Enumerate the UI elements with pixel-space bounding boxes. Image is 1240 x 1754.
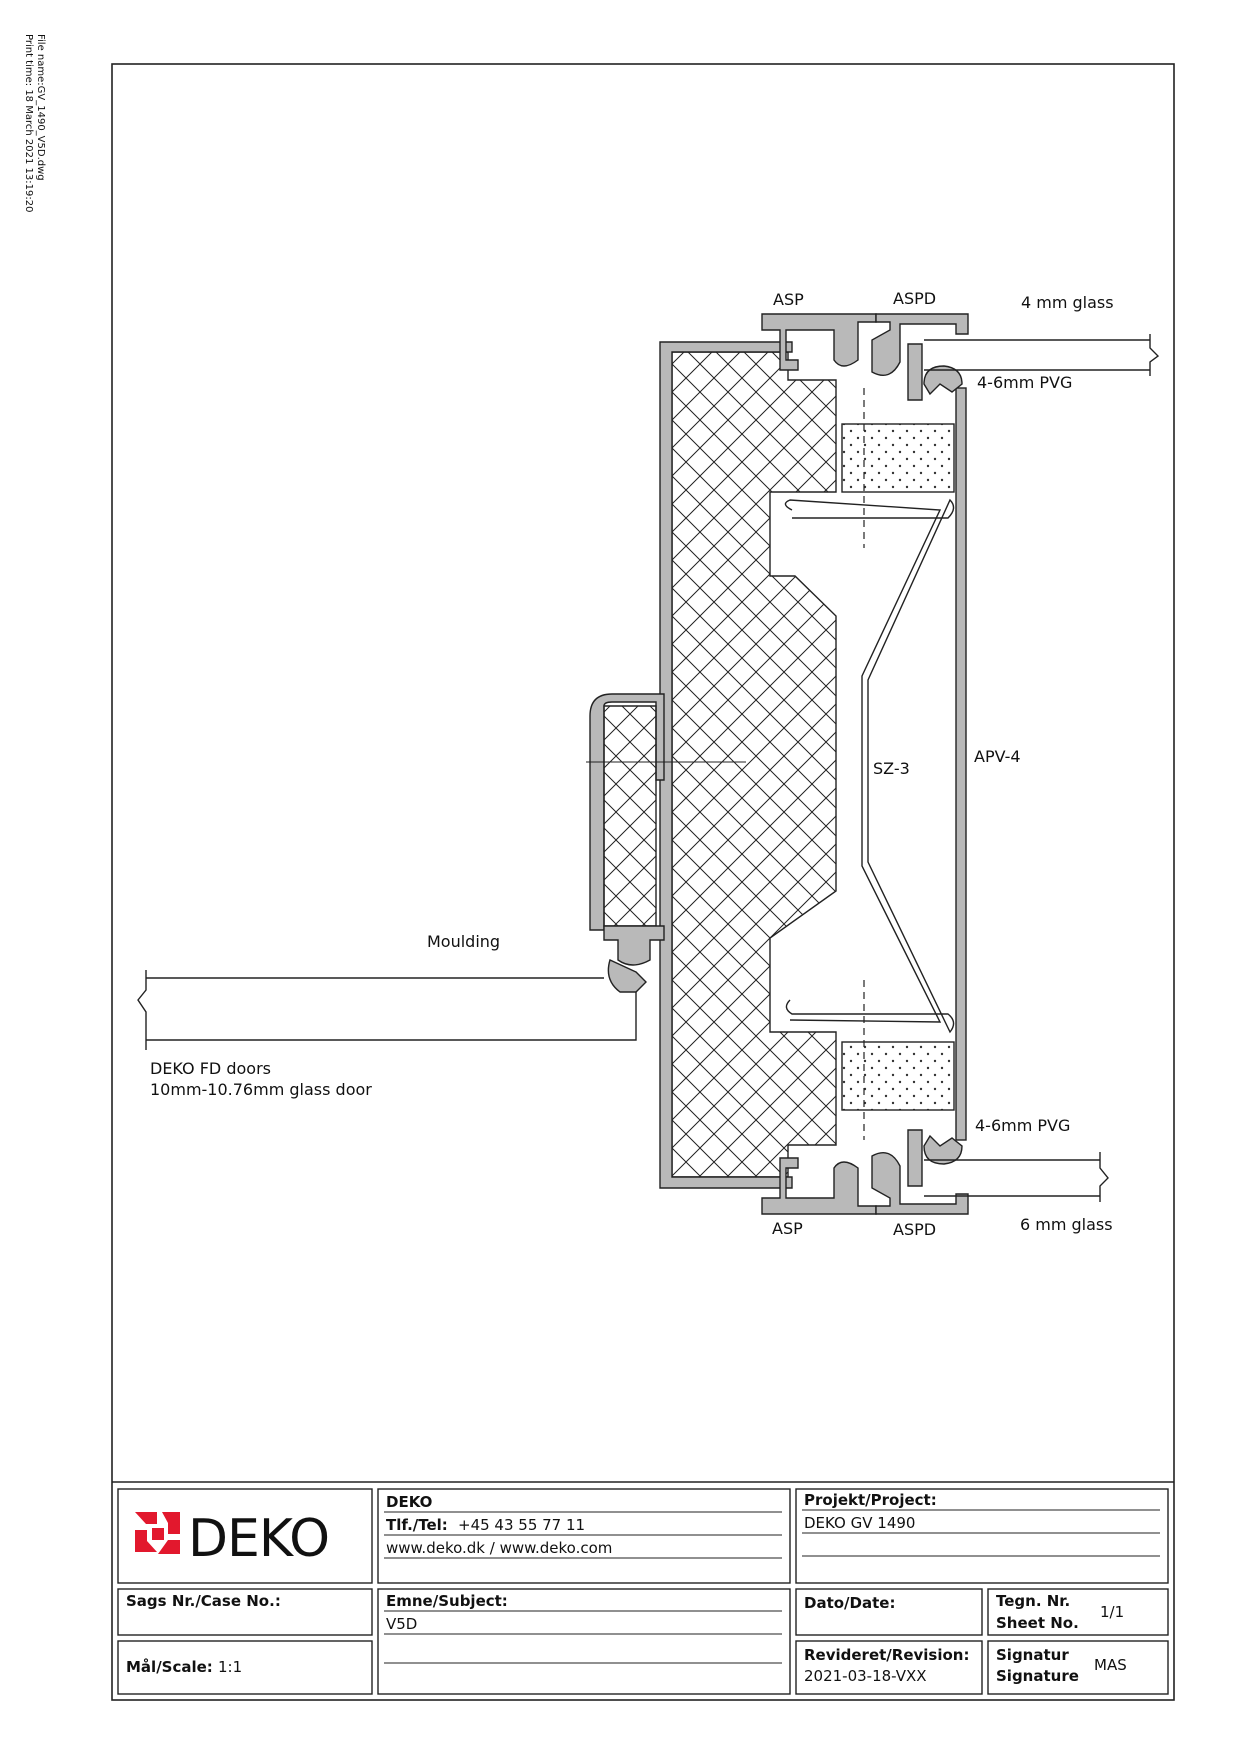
label-aspd-top: ASPD (893, 289, 936, 308)
revision-value: 2021-03-18-VXX (804, 1667, 927, 1685)
frame-core (671, 351, 837, 1178)
glass-bottom-break (1099, 1152, 1109, 1202)
project-label: Projekt/Project: (804, 1491, 937, 1509)
project-cell (795, 1488, 1169, 1584)
outer-u-profile (659, 341, 793, 1189)
label-asp-bottom: ASP (772, 1219, 803, 1238)
section-drawing (137, 313, 1160, 1215)
moulding-gasket (607, 959, 647, 993)
sheet-label-2: Sheet No. (996, 1614, 1079, 1632)
label-moulding: Moulding (427, 932, 500, 951)
project-value: DEKO GV 1490 (804, 1514, 915, 1532)
signature-cell (987, 1640, 1169, 1695)
signature-label-2: Signature (996, 1667, 1079, 1685)
date-cell (795, 1588, 983, 1636)
glass-top (924, 339, 1150, 371)
label-glass-top: 4 mm glass (1021, 293, 1114, 312)
website-text: www.deko.dk / www.deko.com (386, 1539, 612, 1557)
case-label: Sags Nr./Case No.: (126, 1592, 281, 1610)
aspd-profile-top (871, 313, 969, 376)
glass-top-break (1149, 334, 1160, 376)
subject-cell (377, 1588, 791, 1695)
signature-value: MAS (1094, 1656, 1127, 1674)
scale-cell (117, 1640, 373, 1695)
label-pvg-top: 4-6mm PVG (977, 373, 1072, 392)
sheet-label-1: Tegn. Nr. (996, 1592, 1070, 1610)
aspd-profile-bottom (871, 1152, 969, 1215)
revision-label: Revideret/Revision: (804, 1646, 969, 1664)
print-info: Print time: 18 March 2021 13:19:20 File … (23, 34, 46, 212)
scale-label: Mål/Scale: (126, 1658, 213, 1676)
label-pvg-bottom: 4-6mm PVG (975, 1116, 1070, 1135)
subject-value: V5D (386, 1615, 417, 1633)
moulding-foot (603, 925, 665, 966)
sheet-cell (987, 1588, 1169, 1636)
logo-text: DEKO (188, 1509, 329, 1569)
case-cell (117, 1588, 373, 1636)
label-door-line1: DEKO FD doors (150, 1059, 271, 1078)
label-asp-top: ASP (773, 290, 804, 309)
label-aspd-bottom: ASPD (893, 1220, 936, 1239)
asp-profile-top (761, 313, 877, 371)
sz3-spring (785, 498, 955, 1034)
signature-label-1: Signatur (996, 1646, 1069, 1664)
revision-cell (795, 1640, 983, 1695)
sheet-value: 1/1 (1100, 1603, 1124, 1621)
label-apv4: APV-4 (974, 747, 1021, 766)
company-name: DEKO (386, 1493, 432, 1511)
glass-bead-top (907, 343, 923, 401)
date-label: Dato/Date: (804, 1594, 895, 1612)
door-glass (146, 977, 637, 1041)
pvg-gasket-top (923, 365, 963, 396)
company-cell (377, 1488, 791, 1584)
file-name-text: File name:GV_1490_V5D.dwg (35, 34, 46, 181)
label-door-line2: 10mm-10.76mm glass door (150, 1080, 372, 1099)
door-glass-break (137, 970, 147, 1050)
scale-value: 1:1 (218, 1658, 242, 1676)
moulding-core (603, 705, 657, 927)
title-block: DEKO DEKO Tlf./Tel: +45 43 55 77 11 www.… (112, 1481, 1174, 1695)
asp-profile-bottom (761, 1157, 877, 1215)
tel-label: Tlf./Tel: (386, 1516, 448, 1534)
subject-label: Emne/Subject: (386, 1592, 508, 1610)
drawing-frame (111, 63, 1175, 1701)
intumescent-strip-bottom (841, 1041, 955, 1111)
sz3-spring-inner (784, 499, 942, 1023)
print-time-text: Print time: 18 March 2021 13:19:20 (23, 34, 34, 212)
label-glass-bottom: 6 mm glass (1020, 1215, 1113, 1234)
pvg-gasket-bottom (923, 1134, 963, 1165)
tel-value: +45 43 55 77 11 (458, 1516, 585, 1534)
logo-cell (117, 1488, 373, 1584)
deko-logo: DEKO (135, 1509, 330, 1569)
label-sz3: SZ-3 (873, 759, 910, 778)
logo-mark-icon (135, 1512, 180, 1554)
intumescent-strip-top (841, 423, 955, 493)
glass-bottom (924, 1159, 1100, 1197)
apv4-profile (955, 387, 967, 1141)
glass-bead-bottom (907, 1129, 923, 1187)
